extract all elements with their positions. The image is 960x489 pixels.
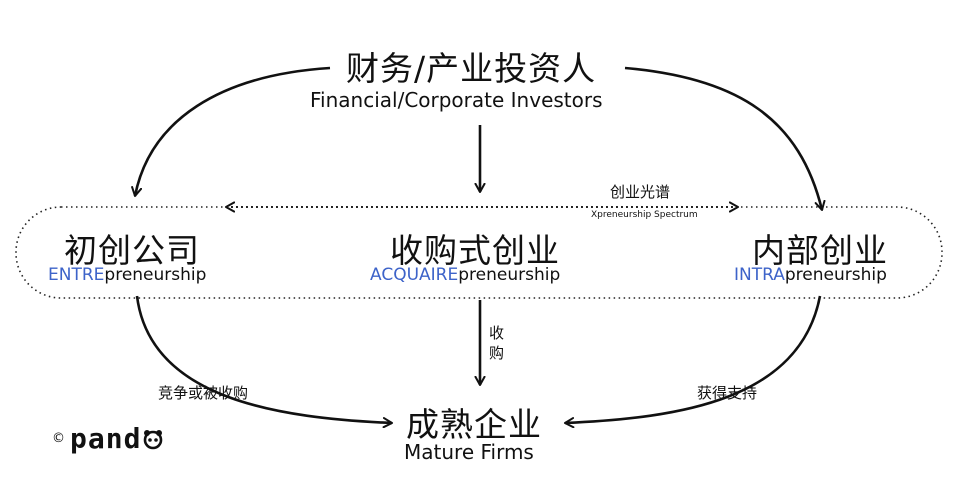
arrow-startup-to-mature	[135, 295, 392, 423]
panda-face-icon	[144, 429, 163, 449]
pandu-logo: © pand	[52, 422, 164, 455]
arrow-investors-to-startup	[135, 66, 331, 196]
acquisition-en-prefix: ACQUAIRE	[370, 265, 459, 285]
acquisition-title-en: ACQUAIREpreneurship	[370, 265, 560, 285]
edge-label-support: 获得支持	[697, 384, 758, 402]
startup-en-suffix: preneurship	[104, 265, 207, 285]
edge-label-acquire-1: 收	[489, 324, 505, 342]
startup-title-en: ENTREpreneurship	[48, 265, 206, 285]
spectrum-capsule	[15, 206, 943, 299]
arrow-investors-to-intrapreneurship	[624, 66, 822, 210]
investors-title-zh: 财务/产业投资人	[346, 49, 597, 88]
spectrum-label-en: Xpreneurship Spectrum	[591, 210, 698, 220]
mature-firms-title-zh: 成熟企业	[406, 405, 542, 444]
acquisition-en-suffix: preneurship	[458, 265, 561, 285]
startup-title-zh: 初创公司	[64, 231, 200, 270]
spectrum-label-zh: 创业光谱	[610, 183, 671, 201]
investors-title-en: Financial/Corporate Investors	[310, 88, 603, 112]
edge-label-acquire-2: 购	[489, 344, 505, 362]
intrapreneurship-title-zh: 内部创业	[752, 231, 888, 270]
arrow-intrapreneurship-to-mature	[565, 295, 822, 423]
copyright-symbol: ©	[52, 431, 65, 446]
edge-label-compete: 竞争或被收购	[158, 384, 249, 402]
intrapreneurship-en-suffix: preneurship	[784, 265, 887, 285]
startup-en-prefix: ENTRE	[48, 265, 105, 285]
logo-wordmark: pand	[70, 422, 142, 455]
intrapreneurship-title-en: INTRApreneurship	[734, 265, 887, 285]
mature-firms-title-en: Mature Firms	[404, 440, 534, 464]
acquisition-title-zh: 收购式创业	[390, 231, 560, 270]
intrapreneurship-en-prefix: INTRA	[734, 265, 785, 285]
